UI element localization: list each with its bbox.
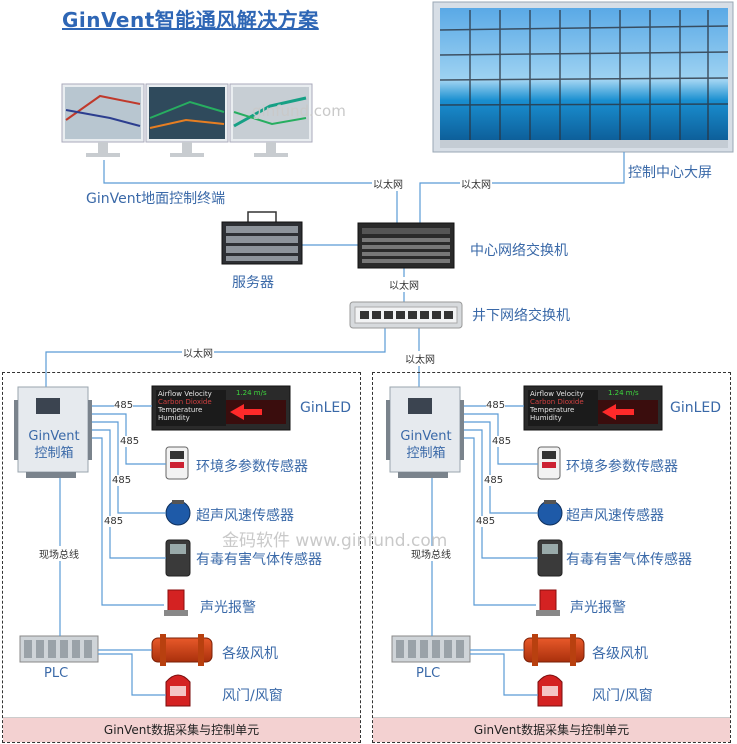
ethernet-label-3: 以太网 <box>388 277 420 292</box>
plc-label-left: PLC <box>44 666 69 681</box>
rs485-label-right-1: 485 <box>486 400 506 411</box>
ethernet-label-5: 以太网 <box>404 351 436 366</box>
unit-box-left: GinVent数据采集与控制单元 <box>2 372 361 743</box>
rs485-label-left-2: 485 <box>120 436 140 447</box>
control-box-right-label: GinVent 控制箱 <box>394 428 458 462</box>
doors-label-right: 风门/风窗 <box>592 688 653 704</box>
core-switch-label: 中心网络交换机 <box>470 243 568 259</box>
terminals-label: GinVent地面控制终端 <box>86 191 226 207</box>
led-sign-text-right: Airflow Velocity Carbon Dioxide Temperat… <box>530 390 584 422</box>
core-switch <box>357 222 455 269</box>
terminal-monitors <box>61 83 313 157</box>
rs485-label-right-2: 485 <box>492 436 512 447</box>
rs485-label-left-4: 485 <box>104 516 124 527</box>
video-wall <box>432 1 734 153</box>
plc-label-right: PLC <box>416 666 441 681</box>
led-text-line: Temperature <box>530 406 575 414</box>
wind-sensor-label-left: 超声风速传感器 <box>196 508 294 524</box>
led-value-left: 1.24 m/s <box>236 389 267 397</box>
unit-footer-right: GinVent数据采集与控制单元 <box>373 717 730 742</box>
led-label-left: GinLED <box>300 400 352 416</box>
page-title: GinVent智能通风解决方案 <box>62 8 319 32</box>
control-box-right-line1: GinVent <box>400 429 452 444</box>
wind-sensor-label-right: 超声风速传感器 <box>566 508 664 524</box>
rs485-label-left-3: 485 <box>112 475 132 486</box>
unit-box-right: GinVent数据采集与控制单元 <box>372 372 731 743</box>
rs485-label-right-3: 485 <box>484 475 504 486</box>
fans-label-left: 各级风机 <box>222 646 278 662</box>
led-text-line: Airflow Velocity <box>158 390 212 398</box>
env-sensor-label-left: 环境多参数传感器 <box>196 459 308 475</box>
control-box-left-line1: GinVent <box>28 429 80 444</box>
gas-sensor-label-right: 有毒有害气体传感器 <box>566 552 692 568</box>
bigscreen-label: 控制中心大屏 <box>628 165 712 181</box>
underground-switch <box>349 301 463 329</box>
unit-footer-left: GinVent数据采集与控制单元 <box>3 717 360 742</box>
led-sign-text-left: Airflow Velocity Carbon Dioxide Temperat… <box>158 390 212 422</box>
underground-switch-label: 井下网络交换机 <box>472 308 570 324</box>
watermark-top: ginfund.com <box>252 102 346 120</box>
field-bus-label-right: 现场总线 <box>410 546 452 561</box>
control-box-left-line2: 控制箱 <box>34 446 74 461</box>
top-connections <box>45 152 625 388</box>
server <box>221 211 303 265</box>
gas-sensor-label-left: 有毒有害气体传感器 <box>196 552 322 568</box>
led-text-line: Carbon Dioxide <box>158 398 212 406</box>
led-text-line: Carbon Dioxide <box>530 398 584 406</box>
ethernet-label-4: 以太网 <box>182 345 214 360</box>
alarm-label-right: 声光报警 <box>570 600 626 616</box>
control-box-left-label: GinVent 控制箱 <box>22 428 86 462</box>
watermark: 金码软件 www.ginfund.com <box>222 531 448 551</box>
unit-right <box>386 385 663 707</box>
rs485-label-left-1: 485 <box>114 400 134 411</box>
led-text-line: Temperature <box>158 406 203 414</box>
led-text-line: Airflow Velocity <box>530 390 584 398</box>
field-bus-label-left: 现场总线 <box>38 546 80 561</box>
fans-label-right: 各级风机 <box>592 646 648 662</box>
rs485-label-right-4: 485 <box>476 516 496 527</box>
env-sensor-label-right: 环境多参数传感器 <box>566 459 678 475</box>
control-box-right-line2: 控制箱 <box>406 446 446 461</box>
led-text-line: Humidity <box>530 414 562 422</box>
led-label-right: GinLED <box>670 400 722 416</box>
doors-label-left: 风门/风窗 <box>222 688 283 704</box>
alarm-label-left: 声光报警 <box>200 600 256 616</box>
server-label: 服务器 <box>232 275 274 291</box>
led-text-line: Humidity <box>158 414 190 422</box>
ethernet-label-1: 以太网 <box>372 176 404 191</box>
ethernet-label-2: 以太网 <box>460 176 492 191</box>
led-value-right: 1.24 m/s <box>608 389 639 397</box>
unit-left <box>14 385 291 707</box>
